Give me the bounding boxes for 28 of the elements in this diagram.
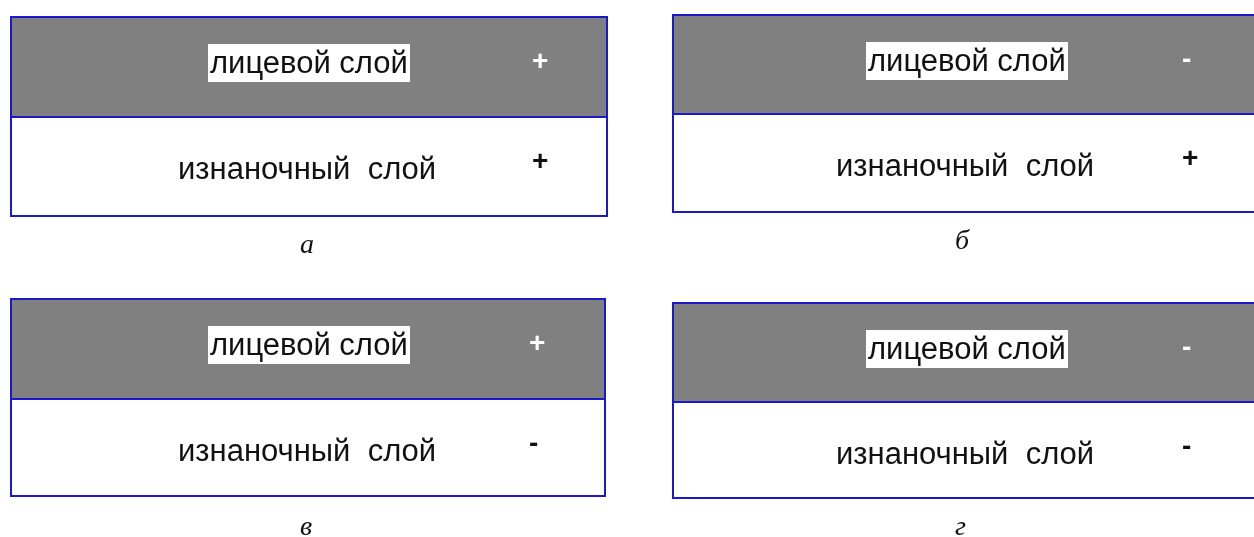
charge-sign: - [1182,429,1192,463]
panel-letter: в [300,510,313,537]
panel-frame [672,302,1254,499]
panel-letter: б [955,224,970,256]
outer-layer-band [12,300,604,400]
charge-sign: + [532,44,549,78]
panel-frame [672,14,1254,213]
layer-label: изнаночный слой [178,150,437,188]
layer-label: изнаночный слой [178,432,437,470]
panel-frame [10,16,608,217]
charge-sign: - [1182,330,1192,364]
layer-label: изнаночный слой [836,147,1095,185]
charge-sign: + [1182,141,1199,175]
layer-label: лицевой слой [208,44,410,82]
panel-letter: г [955,510,966,537]
charge-sign: - [529,426,539,460]
layer-label: лицевой слой [866,330,1068,368]
layer-label: лицевой слой [866,42,1068,80]
layer-label: изнаночный слой [836,435,1095,473]
outer-layer-band [12,18,606,118]
panel-letter: а [300,228,314,260]
outer-layer-band [674,16,1254,115]
layer-label: лицевой слой [208,326,410,364]
charge-sign: + [529,326,546,360]
outer-layer-band [674,304,1254,403]
charge-sign: + [532,144,549,178]
panel-frame [10,298,606,497]
charge-sign: - [1182,42,1192,76]
